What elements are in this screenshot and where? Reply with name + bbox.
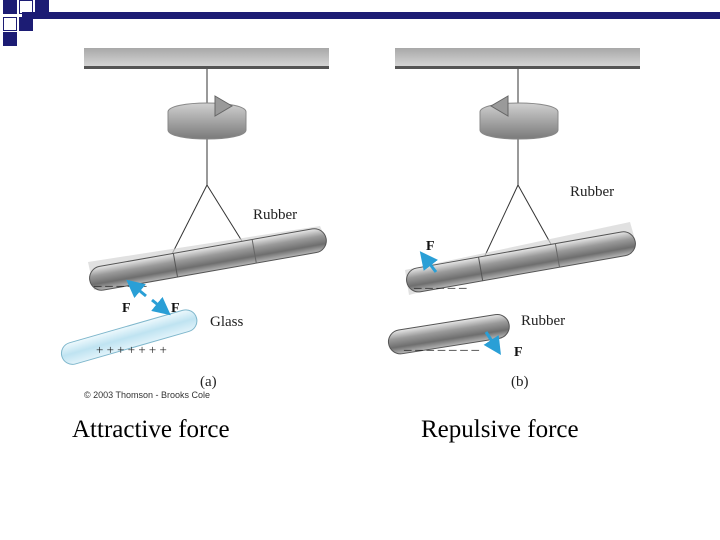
positive-charges: + + + + + + + xyxy=(96,342,167,357)
rubber-rod-b-bottom xyxy=(387,314,510,355)
copyright-text: © 2003 Thomson - Brooks Cole xyxy=(84,390,210,400)
negative-charges-b1: – – – – – xyxy=(413,280,467,296)
panel-a: – – – – – + + + + + + + F F Rubber Glass… xyxy=(60,48,329,400)
glass-label: Glass xyxy=(210,314,243,330)
force-label-b2: F xyxy=(514,345,523,360)
panel-b: – – – – – – – – – – – – F F Rubber Rubbe… xyxy=(387,48,640,390)
rubber-label-b-top: Rubber xyxy=(570,184,614,200)
negative-charges-b2: – – – – – – – xyxy=(403,342,480,358)
force-arrow-down xyxy=(151,296,171,316)
repulsive-force-caption: Repulsive force xyxy=(421,416,579,443)
attractive-force-caption: Attractive force xyxy=(72,416,230,443)
rubber-label-a: Rubber xyxy=(253,207,297,223)
rotation-arrow-icon xyxy=(167,95,247,140)
force-label-a2: F xyxy=(171,301,180,316)
slide-decoration xyxy=(0,0,720,46)
rotation-arrow-icon xyxy=(479,95,559,140)
glass-rod xyxy=(60,309,198,365)
ceiling-a xyxy=(84,48,329,68)
force-label-a1: F xyxy=(122,301,131,316)
decoration-square xyxy=(3,0,17,14)
force-label-b1: F xyxy=(426,239,435,254)
force-arrow-up xyxy=(126,279,147,299)
decoration-square xyxy=(3,17,17,31)
panel-label-a: (a) xyxy=(200,374,217,390)
decoration-square xyxy=(3,32,17,46)
title-bar-line xyxy=(22,12,720,19)
force-arrow-bottom xyxy=(483,331,501,356)
decoration-square xyxy=(35,0,49,14)
force-arrow-top xyxy=(419,251,438,273)
rubber-rod-a xyxy=(89,228,327,291)
ceiling-b xyxy=(395,48,640,68)
decoration-square xyxy=(19,17,33,31)
rubber-label-b-bottom: Rubber xyxy=(521,313,565,329)
panel-label-b: (b) xyxy=(511,374,529,390)
electrostatic-diagram: – – – – – + + + + + + + F F Rubber Glass… xyxy=(60,48,640,400)
rubber-rod-b-top xyxy=(406,231,636,293)
